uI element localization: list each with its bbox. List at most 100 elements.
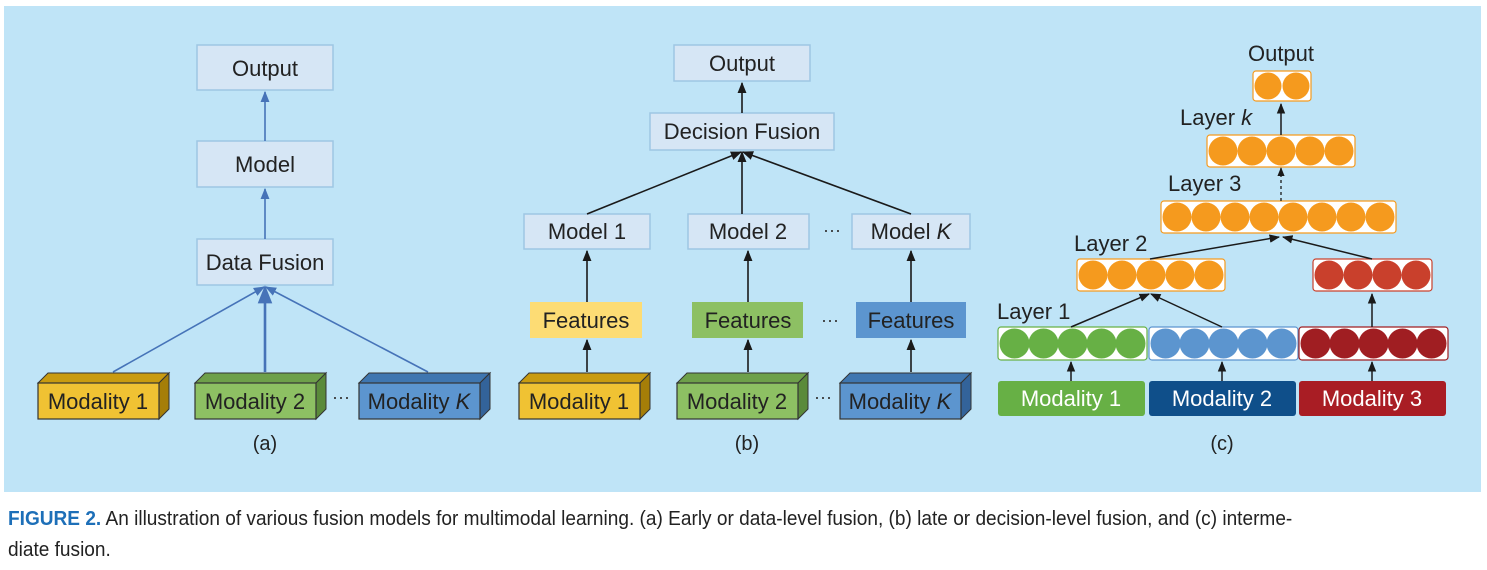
modality-block-2-a: Modality 2 [193,371,328,421]
layer-2-label: Layer 2 [1074,231,1147,256]
neuron-node [1249,202,1279,232]
neuron-node [1254,72,1282,100]
fusion-diagram: Output Model Data Fusion Modality 1 Moda… [36,41,1449,455]
model-2-box-b [687,213,810,250]
arrow-layer2b-layer3-c [1281,235,1373,260]
model-2-label-b: Model 2 [709,219,787,244]
layer-k-c [1206,134,1356,168]
neuron-node [1220,202,1250,232]
features-k-label-b: Features [868,308,955,333]
neuron-node [1165,260,1195,290]
features-k-box-b [856,302,966,338]
ellipsis-models-b: ··· [823,220,841,240]
figure-caption: FIGURE 2. An illustration of various fus… [8,503,1375,565]
neuron-node [1278,202,1308,232]
modality-1-label-b: Modality 1 [529,389,629,414]
neuron-node [1307,202,1337,232]
ellipsis-a: ··· [332,387,350,407]
sublabel-a: (a) [253,433,277,455]
neuron-node [1324,136,1354,166]
layer-1-blue-c [1148,326,1299,361]
neuron-node [1162,202,1192,232]
neuron-node [1028,328,1059,359]
neuron-node [1237,328,1268,359]
model-1-label-b: Model 1 [548,219,626,244]
layer-3-c [1160,200,1397,234]
decision-fusion-label: Decision Fusion [664,119,821,144]
panel-a: Output Model Data Fusion Modality 1 Moda… [36,44,492,455]
neuron-node [1343,260,1373,290]
modality-3-label-c: Modality 3 [1322,386,1422,411]
output-layer-c [1252,70,1312,102]
modality-2-label-b: Modality 2 [687,389,787,414]
arrow-model1-fusion-b [586,151,743,215]
neuron-node [1115,328,1146,359]
layer-3-label: Layer 3 [1168,171,1241,196]
modality-block-k-a: Modality K [357,371,492,421]
neuron-node [1266,328,1297,359]
sublabel-b: (b) [735,433,759,455]
arrow-modelk-fusion-b [741,151,912,215]
arrow-layer1b-layer2a-c [1150,293,1223,328]
neuron-node [1078,260,1108,290]
neuron-node [1314,260,1344,290]
neuron-node [1401,260,1431,290]
neuron-node [1150,328,1181,359]
arrow-layer2a-layer3-c [1149,234,1281,260]
neuron-node [1358,328,1389,359]
modality-2-label-a: Modality 2 [205,389,305,414]
panel-c: Output Layer k Layer 3 Layer 2 Layer 1 M… [997,41,1449,455]
modality-1-box-c [998,381,1145,416]
neuron-node [1194,260,1224,290]
output-label-c: Output [1248,41,1314,66]
caption-text: An illustration of various fusion models… [101,507,1293,530]
neuron-node [1208,136,1238,166]
neuron-node [1237,136,1267,166]
features-2-label-b: Features [705,308,792,333]
neuron-node [1300,328,1331,359]
neuron-node [1387,328,1418,359]
features-1-box-b [530,302,642,338]
modality-block-1-a: Modality 1 [36,371,171,421]
model-k-box-b [851,213,971,250]
neuron-node [1266,136,1296,166]
layer-2-orange-c [1076,258,1226,292]
features-1-label-b: Features [543,308,630,333]
neuron-node [1336,202,1366,232]
data-fusion-label: Data Fusion [206,250,325,275]
neuron-node [1136,260,1166,290]
neuron-node [1365,202,1395,232]
layer-2-red-c [1312,258,1433,292]
neuron-node [1179,328,1210,359]
model-k-label-b: Model K [871,219,953,244]
arrow-modk-fusion-a [265,286,429,373]
panel-b: Output Decision Fusion Model 1 Model 2 ·… [517,44,973,455]
neuron-node [1191,202,1221,232]
neuron-node [1086,328,1117,359]
modality-block-1-b: Modality 1 [517,371,652,421]
modality-1-label-a: Modality 1 [48,389,148,414]
neuron-node [999,328,1030,359]
modality-block-2-b: Modality 2 [675,371,810,421]
sublabel-c: (c) [1210,433,1233,455]
layer-1-darkred-c [1298,326,1449,361]
caption-text-line2: diate fusion. [8,538,111,561]
arrow-layer1a-layer2a-c [1070,293,1150,328]
neuron-node [1208,328,1239,359]
data-fusion-box [196,238,334,286]
model-label-a: Model [235,152,295,177]
neuron-node [1295,136,1325,166]
neuron-node [1057,328,1088,359]
arrow-mod1-fusion-a [112,286,265,373]
figure-label: FIGURE 2. [8,507,102,530]
layer-1-label: Layer 1 [997,299,1070,324]
modality-2-label-c: Modality 2 [1172,386,1272,411]
features-2-box-b [692,302,803,338]
modality-2-box-c [1149,381,1296,416]
neuron-node [1372,260,1402,290]
output-box-a [196,44,334,91]
modality-1-label-c: Modality 1 [1021,386,1121,411]
output-label-a: Output [232,56,298,81]
neuron-node [1282,72,1310,100]
layer-1-green-c [997,326,1148,361]
